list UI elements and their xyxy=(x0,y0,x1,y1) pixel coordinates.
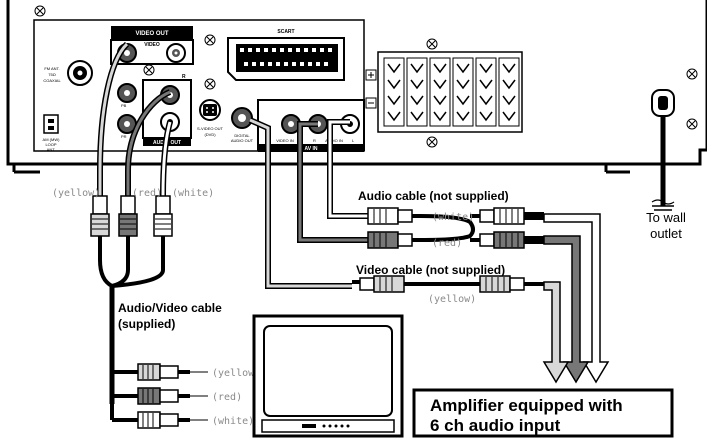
av-cable-label: Audio/Video cable xyxy=(118,301,222,315)
video-in-label: VIDEO IN xyxy=(276,138,294,143)
rca-plug-white-top xyxy=(153,195,173,237)
fm-antenna-label: FM ANT. xyxy=(44,66,59,71)
am-antenna-terminal[interactable] xyxy=(43,114,59,134)
audio-plug-red-right xyxy=(479,231,544,249)
av-cable-supplied xyxy=(90,41,208,429)
arrow-to-amplifier-yellow xyxy=(542,281,570,384)
component-pr-jack[interactable] xyxy=(117,114,137,134)
television xyxy=(252,314,404,438)
fm-antenna-type: COAXIAL xyxy=(43,78,61,83)
audio-plug-white-left xyxy=(367,207,420,225)
screw-icon xyxy=(686,118,698,130)
video-cable-not-supplied xyxy=(248,117,544,293)
scart-label: SCART xyxy=(277,29,294,35)
audio-cable-not-supplied xyxy=(297,119,544,249)
yellow-label-bottom: (yellow) xyxy=(212,368,260,379)
screw-icon xyxy=(686,68,698,80)
amplifier-box xyxy=(412,388,674,438)
red-label-top: (red) xyxy=(132,188,162,199)
r-label: R xyxy=(182,74,186,80)
fm-antenna-jack[interactable] xyxy=(67,60,93,86)
audio-cable-label: Audio cable (not supplied) xyxy=(358,189,509,203)
video-cable-label: Video cable (not supplied) xyxy=(356,263,505,277)
audio-plug-red-left xyxy=(367,231,420,249)
am-antenna-label: AM (MW) xyxy=(43,137,61,142)
video-out-label: VIDEO OUT xyxy=(135,31,168,37)
s-video-label: S-VIDEO OUT xyxy=(197,126,224,131)
video-label: VIDEO xyxy=(144,42,160,48)
screw-icon xyxy=(204,78,216,90)
plus-icon xyxy=(365,69,377,81)
video-out-header xyxy=(111,26,193,40)
screw-icon xyxy=(34,5,46,17)
screw-icon xyxy=(204,34,216,46)
speaker-terminals[interactable] xyxy=(377,51,523,133)
yellow-label-video: (yellow) xyxy=(428,294,476,305)
minus-icon xyxy=(365,97,377,109)
red-label-audio: (red) xyxy=(432,238,462,249)
rca-plug-red-bottom xyxy=(137,387,190,405)
amplifier-label: Amplifier equipped with xyxy=(430,396,623,415)
composite-video-jack[interactable] xyxy=(166,43,186,63)
rear-panel: FM ANT. 75Ω COAXIAL AM (MW) LOOP ANT. VI… xyxy=(6,0,707,174)
video-plug-left xyxy=(352,275,405,293)
white-label-audio: (white) xyxy=(432,212,474,223)
rca-plug-yellow-bottom xyxy=(137,363,190,381)
rca-plug-red-top xyxy=(118,195,138,237)
rca-plug-white-bottom xyxy=(137,411,190,429)
am-antenna-ant: ANT. xyxy=(47,147,56,152)
pb-label: PB xyxy=(121,103,127,108)
video-plug-right xyxy=(479,275,544,293)
white-label-top: (white) xyxy=(172,188,214,199)
wall-outlet-label: To wall xyxy=(646,210,686,225)
arrow-to-amplifier-white xyxy=(543,213,610,384)
red-label-bottom: (red) xyxy=(212,392,242,403)
screw-icon xyxy=(426,136,438,148)
power-cord-socket xyxy=(651,89,675,117)
arrow-to-amplifier-red xyxy=(543,235,590,384)
av-in-label: AV IN xyxy=(305,146,318,152)
digital-audio-out-jack[interactable] xyxy=(231,107,253,129)
rca-plug-yellow-top xyxy=(90,195,110,237)
screw-icon xyxy=(143,64,155,76)
wall-outlet-sub-label: outlet xyxy=(650,226,682,241)
av-in-r-label: R xyxy=(313,138,316,143)
s-video-sub-label: (DVD) xyxy=(204,132,216,137)
yellow-label-top: (yellow) xyxy=(52,188,100,199)
component-pb-jack[interactable] xyxy=(117,83,137,103)
av-in-l-label: L xyxy=(352,138,355,143)
power-cord xyxy=(651,116,675,211)
screw-icon xyxy=(426,38,438,50)
fm-antenna-impedance: 75Ω xyxy=(48,72,55,77)
av-cable-supplied-label: (supplied) xyxy=(118,317,175,331)
white-label-bottom: (white) xyxy=(212,416,254,427)
audio-plug-white-right xyxy=(479,207,544,225)
pr-label: PR xyxy=(121,134,127,139)
digital-audio-label: DIGITAL xyxy=(234,133,250,138)
scart-connector[interactable] xyxy=(227,37,345,81)
digital-audio-sub-label: AUDIO OUT xyxy=(231,138,254,143)
s-video-jack[interactable] xyxy=(199,99,221,121)
amplifier-input-label: 6 ch audio input xyxy=(430,416,561,435)
audio-in-label: AUDIO IN xyxy=(325,138,343,143)
am-antenna-loop: LOOP xyxy=(45,142,56,147)
